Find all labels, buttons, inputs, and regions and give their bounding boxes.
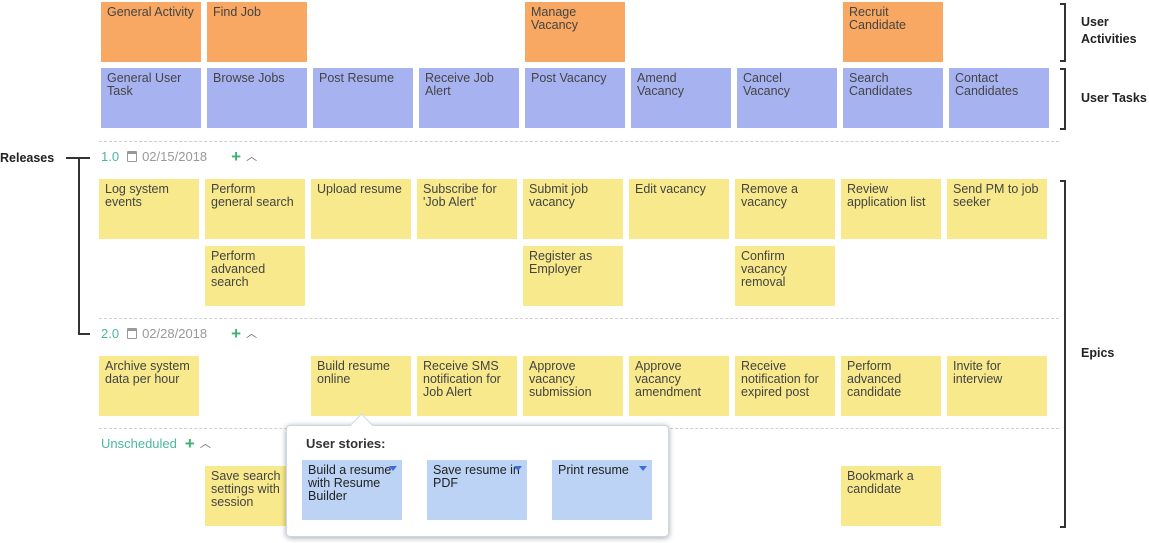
task-card[interactable]: Search Candidates (843, 68, 943, 128)
popup-title: User stories: (306, 436, 386, 451)
calendar-icon (127, 150, 138, 162)
release-version[interactable]: 1.0 (101, 148, 120, 164)
add-icon[interactable]: + (184, 433, 195, 453)
epics-bracket (1060, 180, 1066, 528)
dropdown-icon[interactable] (639, 466, 647, 471)
epic-card[interactable]: Perform advanced search (205, 246, 305, 306)
epic-card[interactable]: Perform general search (205, 179, 305, 239)
epic-card[interactable]: Upload resume (311, 179, 411, 239)
user-tasks-label: User Tasks (1081, 91, 1147, 105)
release-header: Unscheduled + ︿ (101, 433, 211, 453)
epic-card[interactable]: Build resume online (311, 356, 411, 416)
activity-card[interactable]: Find Job (207, 2, 307, 62)
release-version[interactable]: Unscheduled (101, 435, 177, 451)
popup-arrow (349, 413, 374, 438)
epic-card[interactable]: Subscribe for 'Job Alert' (417, 179, 517, 239)
release-header: 1.0 02/15/2018 + ︿ (101, 146, 258, 166)
add-icon[interactable]: + (231, 146, 242, 166)
epic-card[interactable]: Receive SMS notification for Job Alert (417, 356, 517, 416)
release-header: 2.0 02/28/2018 + ︿ (101, 323, 258, 343)
release-date[interactable]: 02/28/2018 (142, 325, 208, 341)
releases-connector (66, 157, 78, 159)
epic-card[interactable]: Register as Employer (523, 246, 623, 306)
epic-card[interactable]: Approve vacancy amendment (629, 356, 729, 416)
epic-card[interactable]: Perform advanced candidate (841, 356, 941, 416)
epic-card[interactable]: Archive system data per hour (99, 356, 199, 416)
user-stories-popup: User stories: Build a resume with Resume… (286, 413, 669, 537)
epics-label: Epics (1081, 346, 1115, 360)
dropdown-icon[interactable] (389, 466, 397, 471)
release-version[interactable]: 2.0 (101, 325, 120, 341)
epic-card[interactable]: Approve vacancy submission (523, 356, 623, 416)
releases-label: Releases (0, 151, 55, 165)
chevron-up-icon[interactable]: ︿ (199, 438, 211, 450)
epic-card[interactable]: Confirm vacancy removal (735, 246, 835, 306)
chevron-up-icon[interactable]: ︿ (246, 328, 258, 340)
epic-card[interactable]: Edit vacancy (629, 179, 729, 239)
release-divider (99, 318, 1059, 319)
epic-card[interactable]: Receive notification for expired post (735, 356, 835, 416)
task-card[interactable]: Amend Vacancy (631, 68, 731, 128)
epic-card[interactable]: Log system events (99, 179, 199, 239)
story-card[interactable]: Save resume in PDF (427, 460, 527, 520)
activity-card[interactable]: Recruit Candidate (843, 2, 943, 62)
release-divider (99, 141, 1059, 142)
release-date[interactable]: 02/15/2018 (142, 148, 208, 164)
epic-card[interactable]: Invite for interview (947, 356, 1047, 416)
story-card[interactable]: Print resume (552, 460, 652, 520)
epic-card[interactable]: Send PM to job seeker (947, 179, 1047, 239)
story-card[interactable]: Build a resume with Resume Builder (302, 460, 402, 520)
story-text: Save resume in PDF (433, 463, 520, 490)
calendar-icon (127, 327, 138, 339)
epic-card[interactable]: Remove a vacancy (735, 179, 835, 239)
task-card[interactable]: Contact Candidates (949, 68, 1049, 128)
activity-card[interactable]: Manage Vacancy (525, 2, 625, 62)
epic-card[interactable]: Submit job vacancy (523, 179, 623, 239)
releases-bracket (78, 157, 90, 335)
dropdown-icon[interactable] (514, 466, 522, 471)
epic-card[interactable]: Bookmark a candidate (841, 466, 941, 526)
epic-card[interactable]: Review application list (841, 179, 941, 239)
task-card[interactable]: Cancel Vacancy (737, 68, 837, 128)
activity-card[interactable]: General Activity (101, 2, 201, 62)
activities-bracket (1060, 3, 1066, 62)
add-icon[interactable]: + (231, 323, 242, 343)
task-card[interactable]: Browse Jobs (207, 68, 307, 128)
task-card[interactable]: Post Vacancy (525, 68, 625, 128)
tasks-bracket (1060, 68, 1066, 130)
user-activities-label: User Activities (1081, 15, 1137, 46)
task-card[interactable]: General User Task (101, 68, 201, 128)
story-text: Build a resume with Resume Builder (308, 463, 392, 503)
story-text: Print resume (558, 463, 629, 477)
chevron-up-icon[interactable]: ︿ (246, 151, 258, 163)
task-card[interactable]: Receive Job Alert (419, 68, 519, 128)
task-card[interactable]: Post Resume (313, 68, 413, 128)
